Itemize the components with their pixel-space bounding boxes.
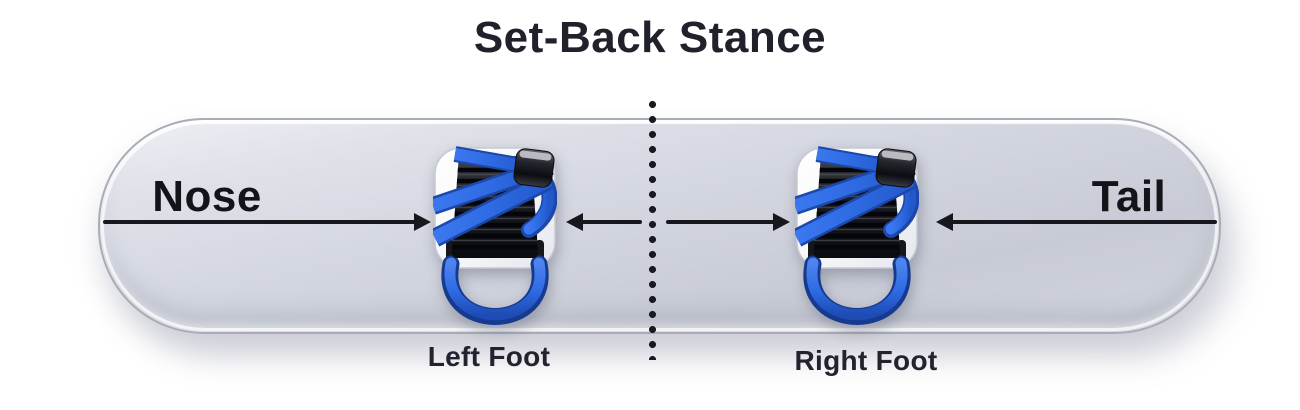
board-center-dotted-line-icon xyxy=(648,97,657,360)
tail-arrow-shaft xyxy=(949,220,1217,224)
nose-arrow-head xyxy=(414,213,431,231)
snowboard-binding-icon xyxy=(795,146,919,325)
right-foot-label: Right Foot xyxy=(794,345,938,376)
page-title: Set-Back Stance xyxy=(473,13,827,62)
tail-arrow-head xyxy=(936,213,953,231)
arrow-left-icon xyxy=(566,213,642,231)
nose-arrow-shaft xyxy=(103,220,418,224)
setback-left-arrow-head xyxy=(566,213,583,231)
snowboard-binding-icon xyxy=(433,146,557,325)
arrow-right-icon xyxy=(103,213,431,231)
left-foot-label: Left Foot xyxy=(427,341,551,372)
setback-right-arrow-head xyxy=(773,213,790,231)
setback-right-arrow-shaft xyxy=(666,220,777,224)
nose-label: Nose xyxy=(152,172,262,221)
arrow-left-icon xyxy=(936,213,1217,231)
arrow-right-icon xyxy=(666,213,790,231)
tail-label: Tail xyxy=(1091,172,1167,221)
setback-left-arrow-shaft xyxy=(579,220,642,224)
snowboard-deck xyxy=(98,118,1221,334)
